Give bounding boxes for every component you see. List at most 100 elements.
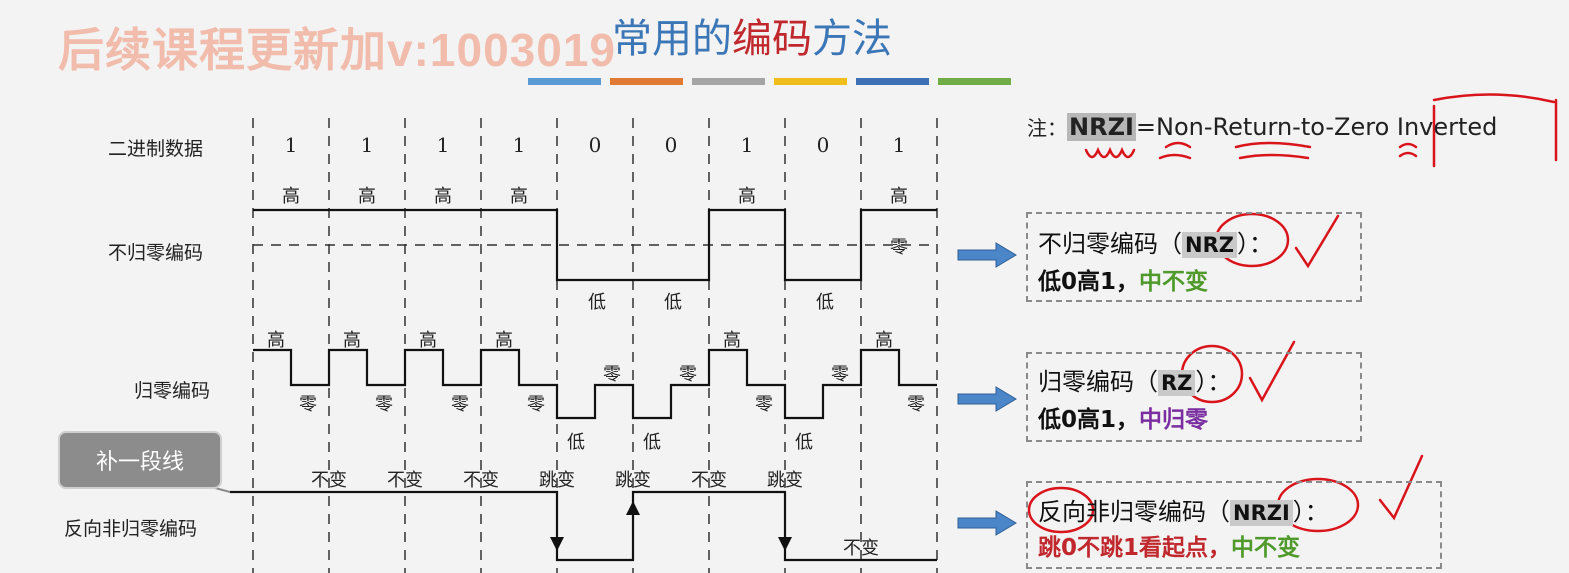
annotation-checkmark xyxy=(1248,340,1296,403)
blue-arrow-icon xyxy=(957,242,1017,268)
rz-level-label: 零 xyxy=(679,364,697,385)
rz-level-label: 零 xyxy=(375,394,393,415)
nrz-level-label: 高 xyxy=(358,186,376,207)
box-rule-text: 低0高1， xyxy=(1038,407,1140,433)
slide-title: 常用的编码方法 xyxy=(612,6,892,64)
box-title-text: ）： xyxy=(1292,498,1329,526)
box-title-text: 反向非归零编码（ xyxy=(1038,498,1230,526)
box-title-nrzi: 反向非归零编码（NRZI）： xyxy=(1038,492,1329,527)
callout-label: 补一段线 xyxy=(58,431,222,489)
box-rule-highlight: 中不变 xyxy=(1231,535,1301,561)
bit-value: 1 xyxy=(740,133,754,157)
nrz-level-label: 低 xyxy=(816,292,834,313)
title-part1: 常用的 xyxy=(612,16,732,62)
blue-arrow-icon xyxy=(957,386,1017,412)
box-rule-highlight: 中归零 xyxy=(1139,407,1209,433)
title-highlight: 编码 xyxy=(732,16,812,62)
rz-level-label: 高 xyxy=(495,330,513,351)
bit-value: 1 xyxy=(436,133,450,157)
nrz-level-label: 高 xyxy=(434,186,452,207)
nrz-level-label: 零 xyxy=(890,237,908,258)
nrz-level-label: 高 xyxy=(282,186,300,207)
rz-level-label: 零 xyxy=(907,394,925,415)
nrz-level-label: 高 xyxy=(510,186,528,207)
bit-value: 0 xyxy=(588,133,602,157)
title-part2: 方法 xyxy=(812,16,892,62)
bit-value: 1 xyxy=(284,133,298,157)
row-label-rz: 归零编码 xyxy=(134,380,211,402)
summary-box-nrz xyxy=(1026,212,1362,302)
rz-level-label: 高 xyxy=(343,330,361,351)
rz-level-label: 零 xyxy=(299,394,317,415)
rz-level-label: 零 xyxy=(755,394,773,415)
note-abbr: NRZI xyxy=(1067,113,1136,141)
rz-level-label: 零 xyxy=(527,394,545,415)
annotation-circle xyxy=(1027,486,1095,534)
bit-dividers xyxy=(252,118,938,573)
box-abbr: RZ xyxy=(1158,370,1196,396)
box-rule-rz: 低0高1，中归零 xyxy=(1038,400,1208,434)
blue-arrow-icon xyxy=(957,510,1017,536)
annotation-checkmark xyxy=(1294,214,1340,269)
nrzi-waveform xyxy=(253,490,937,562)
box-rule-text: 低0高1， xyxy=(1038,269,1140,295)
note-line: 注：NRZI=Non-Return-to-Zero Inverted xyxy=(1027,112,1497,141)
title-color-bar-5 xyxy=(856,78,929,85)
box-title-nrz: 不归零编码（NRZ）： xyxy=(1038,224,1273,259)
bit-value: 0 xyxy=(816,133,830,157)
nrz-level-label: 低 xyxy=(588,292,606,313)
box-title-rz: 归零编码（RZ）： xyxy=(1038,362,1231,397)
note-expansion: =Non-Return-to-Zero Inverted xyxy=(1135,113,1498,141)
rz-level-label: 零 xyxy=(451,394,469,415)
row-label-binary: 二进制数据 xyxy=(108,138,204,160)
box-title-text: 不归零编码（ xyxy=(1038,230,1182,258)
bit-value: 1 xyxy=(360,133,374,157)
title-color-bar-1 xyxy=(528,78,601,85)
title-color-bar-2 xyxy=(610,78,683,85)
annotation-underline xyxy=(1398,142,1418,158)
rz-level-label: 高 xyxy=(723,330,741,351)
box-title-text: ）： xyxy=(1236,230,1273,258)
nrz-level-label: 低 xyxy=(664,292,682,313)
annotation-bracket xyxy=(1432,93,1558,168)
summary-box-rz xyxy=(1026,352,1362,442)
annotation-underline xyxy=(1234,141,1312,160)
nrz-level-label: 高 xyxy=(890,186,908,207)
title-color-bar-6 xyxy=(938,78,1011,85)
nrz-waveform xyxy=(253,208,937,282)
rz-level-label: 低 xyxy=(795,432,813,453)
rz-level-label: 高 xyxy=(875,330,893,351)
nrzi-marker: 不变 xyxy=(843,538,879,559)
rz-level-label: 低 xyxy=(643,432,661,453)
watermark-text: 后续课程更新加v:1003019 xyxy=(58,24,616,76)
box-rule-text: 跳0不跳1看起点， xyxy=(1038,535,1232,561)
rz-level-label: 高 xyxy=(267,330,285,351)
rz-waveform xyxy=(253,348,937,420)
row-label-nrzi: 反向非归零编码 xyxy=(64,518,198,540)
summary-box-nrzi xyxy=(1026,481,1442,569)
box-title-text: ）： xyxy=(1195,368,1232,396)
rz-level-label: 高 xyxy=(419,330,437,351)
box-abbr: NRZ xyxy=(1182,232,1237,258)
annotation-checkmark xyxy=(1378,454,1424,521)
box-title-text: 归零编码（ xyxy=(1038,368,1158,396)
nrz-level-label: 高 xyxy=(738,186,756,207)
rz-level-label: 低 xyxy=(567,432,585,453)
bit-value: 1 xyxy=(512,133,526,157)
box-rule-nrzi: 跳0不跳1看起点，中不变 xyxy=(1038,528,1300,562)
row-label-nrz: 不归零编码 xyxy=(108,242,204,264)
annotation-underline xyxy=(1158,141,1192,160)
box-abbr: NRZI xyxy=(1230,500,1293,526)
bit-value: 0 xyxy=(664,133,678,157)
rz-level-label: 零 xyxy=(603,364,621,385)
rz-level-label: 零 xyxy=(831,364,849,385)
handwritten-annotations xyxy=(1027,93,1558,534)
note-prefix: 注： xyxy=(1027,116,1067,140)
box-rule-highlight: 中不变 xyxy=(1139,269,1209,295)
bit-value: 1 xyxy=(892,133,906,157)
box-rule-nrz: 低0高1，中不变 xyxy=(1038,262,1208,296)
title-color-bar-3 xyxy=(692,78,765,85)
annotation-underline xyxy=(1084,146,1136,159)
